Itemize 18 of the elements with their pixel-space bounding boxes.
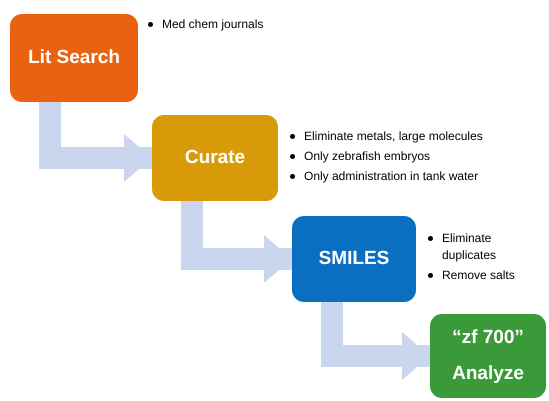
step-box (292, 216, 416, 302)
bullet-text: Remove salts (442, 267, 515, 284)
bullet-text: Only zebrafish embryos (304, 148, 430, 165)
bullet-text: Only administration in tank water (304, 168, 478, 185)
step-title: Analyze (452, 362, 524, 386)
bullet-text: Eliminate metals, large molecules (304, 128, 483, 145)
step-box (152, 115, 278, 201)
step-box (430, 314, 546, 398)
arrow (321, 302, 430, 380)
arrow (39, 102, 152, 182)
step-title: “zf 700” (452, 326, 524, 350)
bullet-text: Eliminate duplicates (442, 230, 498, 264)
arrow (181, 201, 292, 283)
step-title: Curate (184, 146, 246, 170)
step-title: Lit Search (28, 46, 120, 70)
step-box (10, 14, 138, 102)
step-title: SMILES (318, 247, 390, 271)
bullet-text: Med chem journals (162, 16, 264, 33)
